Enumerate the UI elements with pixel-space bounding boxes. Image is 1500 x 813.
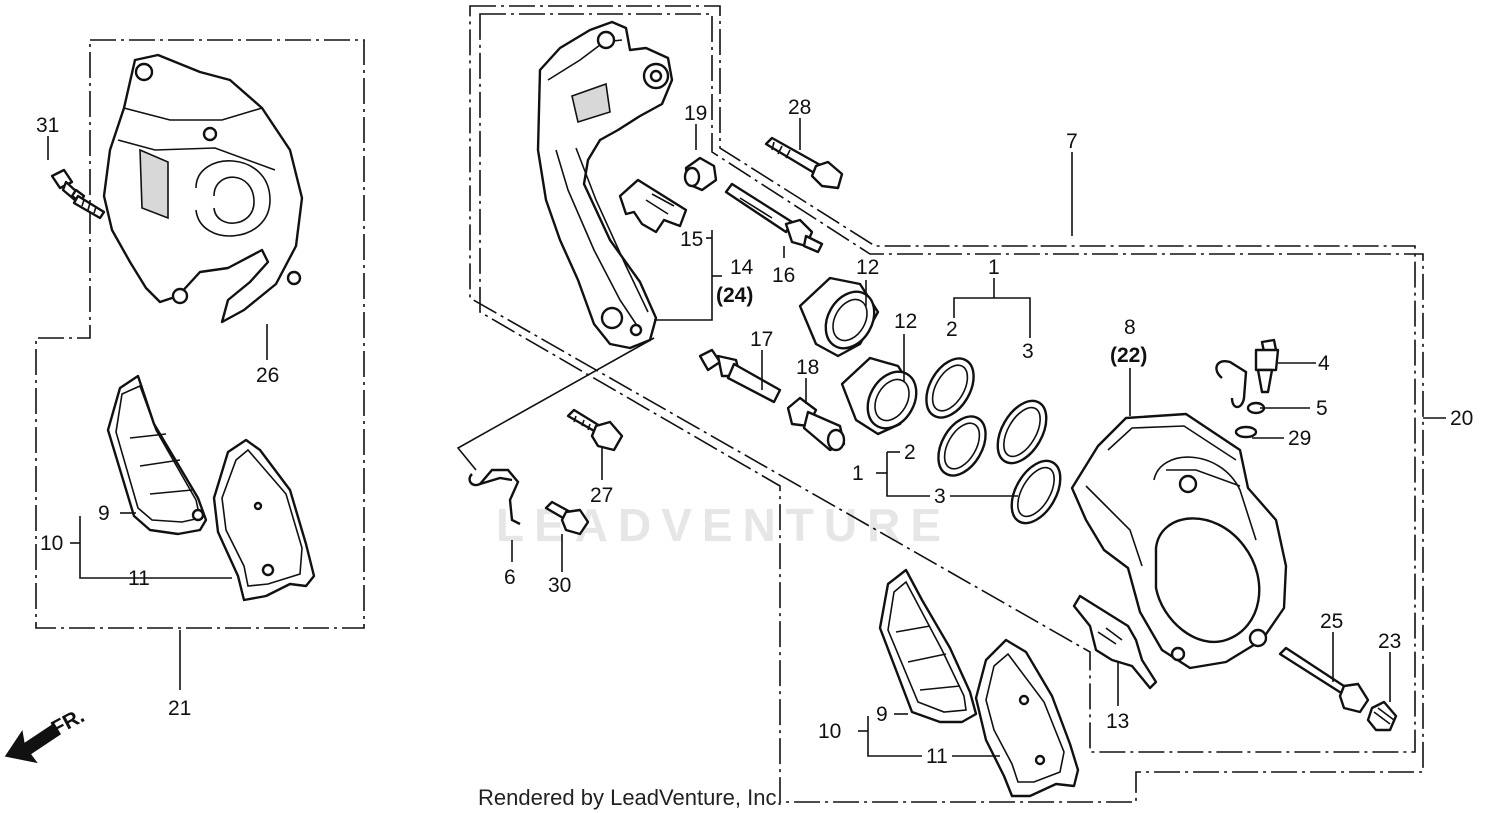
callout-29: 29: [1288, 427, 1311, 450]
callout-23: 23: [1378, 630, 1401, 653]
piston-seal-2-lower: [937, 415, 987, 477]
callout-25: 25: [1320, 610, 1343, 633]
callout-18: 18: [796, 356, 819, 379]
rubber-boot-19: [683, 156, 718, 192]
boundary-outer-20: [479, 13, 1424, 803]
callout-9-right: 9: [876, 703, 888, 726]
bolt-27: [566, 408, 624, 452]
callout-1-upper: 1: [988, 256, 1000, 279]
callout-19: 19: [684, 102, 707, 125]
callout-10-left: 10: [40, 532, 63, 555]
caliper-body-8: [1070, 412, 1288, 670]
callout-12-lower: 12: [894, 310, 917, 333]
brake-pad-9-left: [106, 374, 208, 536]
dust-seal-3-lower: [1010, 459, 1062, 525]
callout-27: 27: [590, 484, 613, 507]
washer-29: [1234, 425, 1258, 439]
pin-plug-23: [1366, 700, 1398, 732]
piston-seal-2-upper: [925, 357, 975, 419]
callout-6: 6: [504, 566, 516, 589]
callout-20: 20: [1450, 407, 1473, 430]
callout-3-upper: 3: [1022, 340, 1034, 363]
boundary-kit-21: [35, 39, 365, 629]
slide-pin-17: [698, 348, 782, 404]
pad-spring-6: [468, 468, 521, 526]
callout-9-left: 9: [98, 502, 110, 525]
brake-pad-11-left: [212, 438, 316, 602]
callout-2-upper: 2: [946, 318, 958, 341]
callout-14-alt: (24): [716, 284, 753, 307]
callout-11-left: 11: [128, 567, 150, 590]
caliper-bracket-26: [102, 53, 304, 324]
callout-14: 14: [730, 256, 754, 279]
pin-bolt-28: [764, 136, 844, 190]
callout-16: 16: [772, 264, 795, 287]
callout-17: 17: [750, 328, 773, 351]
piston-12-upper: [798, 276, 880, 358]
callout-5: 5: [1316, 397, 1328, 420]
bolt-31: [50, 168, 106, 220]
brake-pad-11-right: [974, 638, 1080, 798]
callout-15: 15: [680, 228, 703, 251]
bleeder-screw-4: [1254, 338, 1280, 394]
callouts: 31 26 9 10 11 21 19 28 7 15 14 (24) 16 1…: [36, 96, 1473, 768]
callout-13: 13: [1106, 710, 1129, 733]
callout-4: 4: [1318, 352, 1330, 375]
callout-11-right: 11: [926, 745, 948, 768]
pad-retainer-13: [1072, 594, 1158, 690]
callout-26: 26: [256, 364, 279, 387]
callout-2-lower: 2: [904, 441, 916, 464]
callout-30: 30: [548, 574, 571, 597]
dust-seal-3-upper: [996, 399, 1048, 465]
callout-7: 7: [1066, 130, 1078, 153]
piston-12-lower: [840, 356, 918, 436]
callout-1-lower: 1: [852, 462, 864, 485]
pin-bolt-18: [786, 396, 846, 452]
callout-12-upper: 12: [856, 256, 879, 279]
brake-pad-9-right: [878, 568, 978, 724]
callout-8: 8: [1124, 316, 1136, 339]
bolt-30: [544, 500, 590, 536]
pad-pin-25: [1278, 646, 1370, 714]
callout-21: 21: [168, 697, 191, 720]
boundary-bracket-7: [469, 5, 1416, 753]
pad-retainer-15: [618, 178, 688, 234]
callout-28: 28: [788, 96, 811, 119]
callout-8-alt: (22): [1110, 344, 1147, 367]
callout-3-lower: 3: [934, 485, 946, 508]
leader-lines: [47, 118, 1446, 757]
callout-31: 31: [36, 114, 59, 137]
front-direction-arrow: FR.: [4, 704, 88, 764]
caliper-mount-bracket: [536, 20, 674, 350]
slide-pin-16: [724, 182, 824, 254]
render-credit: Rendered by LeadVenture, Inc.: [478, 785, 783, 810]
callout-10-right: 10: [818, 720, 841, 743]
